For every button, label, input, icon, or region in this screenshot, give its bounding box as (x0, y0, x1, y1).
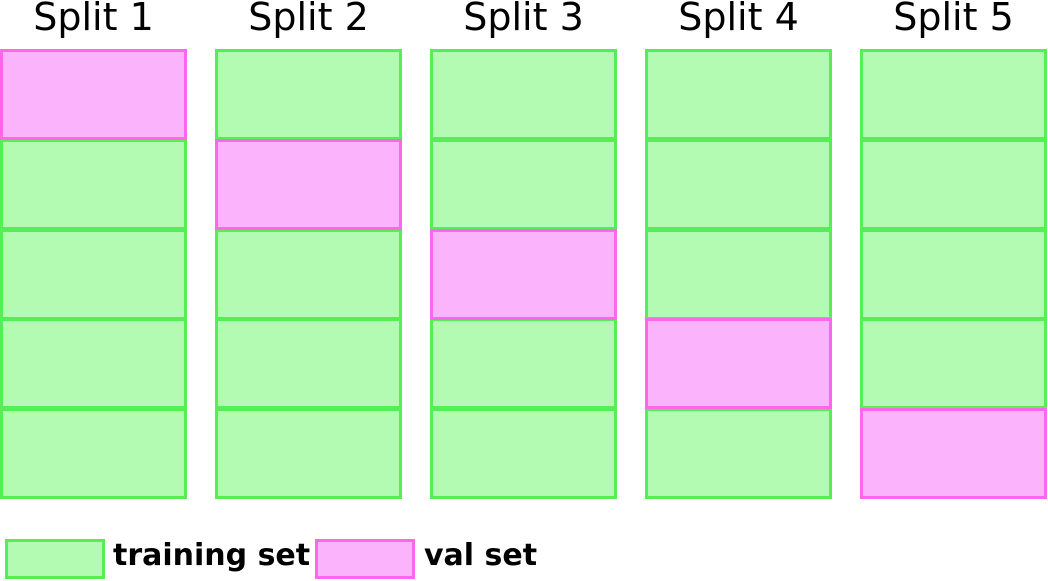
val-fold (215, 139, 402, 230)
val-fold (0, 49, 187, 140)
training-fold (430, 139, 617, 230)
training-fold (860, 139, 1047, 230)
legend-val-swatch (315, 539, 415, 579)
training-fold (645, 139, 832, 230)
legend-val-label: val set (424, 538, 538, 573)
training-fold (645, 49, 832, 140)
val-fold (860, 408, 1047, 499)
training-fold (215, 408, 402, 499)
training-fold (645, 229, 832, 320)
training-fold (0, 408, 187, 499)
legend-training-swatch (5, 539, 105, 579)
training-fold (860, 318, 1047, 409)
split-title: Split 4 (678, 0, 799, 39)
split-title: Split 5 (893, 0, 1014, 39)
split-title: Split 1 (33, 0, 154, 39)
training-fold (430, 318, 617, 409)
training-fold (860, 229, 1047, 320)
training-fold (0, 229, 187, 320)
val-fold (430, 229, 617, 320)
split-title: Split 2 (248, 0, 369, 39)
training-fold (0, 139, 187, 230)
training-fold (215, 49, 402, 140)
val-fold (645, 318, 832, 409)
training-fold (215, 229, 402, 320)
legend: training set val set (0, 530, 1048, 580)
training-fold (645, 408, 832, 499)
split-title: Split 3 (463, 0, 584, 39)
training-fold (430, 408, 617, 499)
training-fold (215, 318, 402, 409)
training-fold (430, 49, 617, 140)
legend-training-label: training set (113, 538, 311, 573)
cross-validation-diagram: Split 1 Split 2 Split 3 Split 4 Split 5 (0, 0, 1047, 499)
training-fold (0, 318, 187, 409)
training-fold (860, 49, 1047, 140)
